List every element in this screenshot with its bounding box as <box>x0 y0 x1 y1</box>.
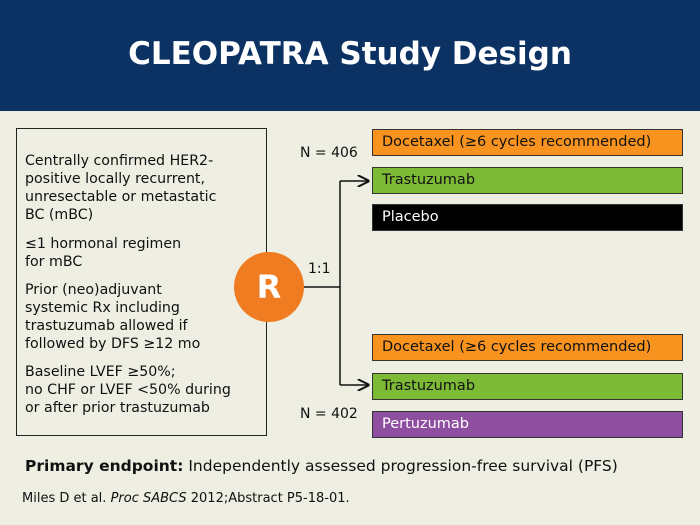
endpoint-text: Independently assessed progression-free … <box>183 457 618 475</box>
criterion-lvef: Baseline LVEF ≥50%; no CHF or LVEF <50% … <box>25 364 231 416</box>
criterion-her2: Centrally confirmed HER2- positive local… <box>25 153 217 223</box>
slide-title: CLEOPATRA Study Design <box>128 36 572 72</box>
endpoint-label: Primary endpoint: <box>25 457 184 475</box>
reference: Miles D et al. Proc SABCS 2012;Abstract … <box>22 491 350 506</box>
primary-endpoint: Primary endpoint: Independently assessed… <box>25 457 618 475</box>
eligibility-box: Centrally confirmed HER2- positive local… <box>16 128 267 436</box>
randomization-symbol: R <box>256 268 282 306</box>
reference-journal: Proc SABCS <box>110 491 187 506</box>
randomization-circle: R <box>234 252 304 322</box>
criterion-hormonal: ≤1 hormonal regimen for mBC <box>25 236 182 270</box>
top-arm-placebo: Placebo <box>372 204 683 231</box>
top-arm-docetaxel: Docetaxel (≥6 cycles recommended) <box>372 129 683 156</box>
top-arm-trastuzumab: Trastuzumab <box>372 167 683 194</box>
top-arm-n: N = 406 <box>300 145 358 161</box>
bottom-arm-trastuzumab: Trastuzumab <box>372 373 683 400</box>
bottom-arm-pertuzumab: Pertuzumab <box>372 411 683 438</box>
reference-authors: Miles D et al. <box>22 491 111 506</box>
randomization-ratio: 1:1 <box>308 261 331 277</box>
reference-detail: 2012;Abstract P5-18-01. <box>186 491 350 506</box>
bottom-arm-docetaxel: Docetaxel (≥6 cycles recommended) <box>372 334 683 361</box>
bottom-arm-n: N = 402 <box>300 406 358 422</box>
header-banner <box>0 0 700 111</box>
criterion-prior-therapy: Prior (neo)adjuvant systemic Rx includin… <box>25 282 201 352</box>
